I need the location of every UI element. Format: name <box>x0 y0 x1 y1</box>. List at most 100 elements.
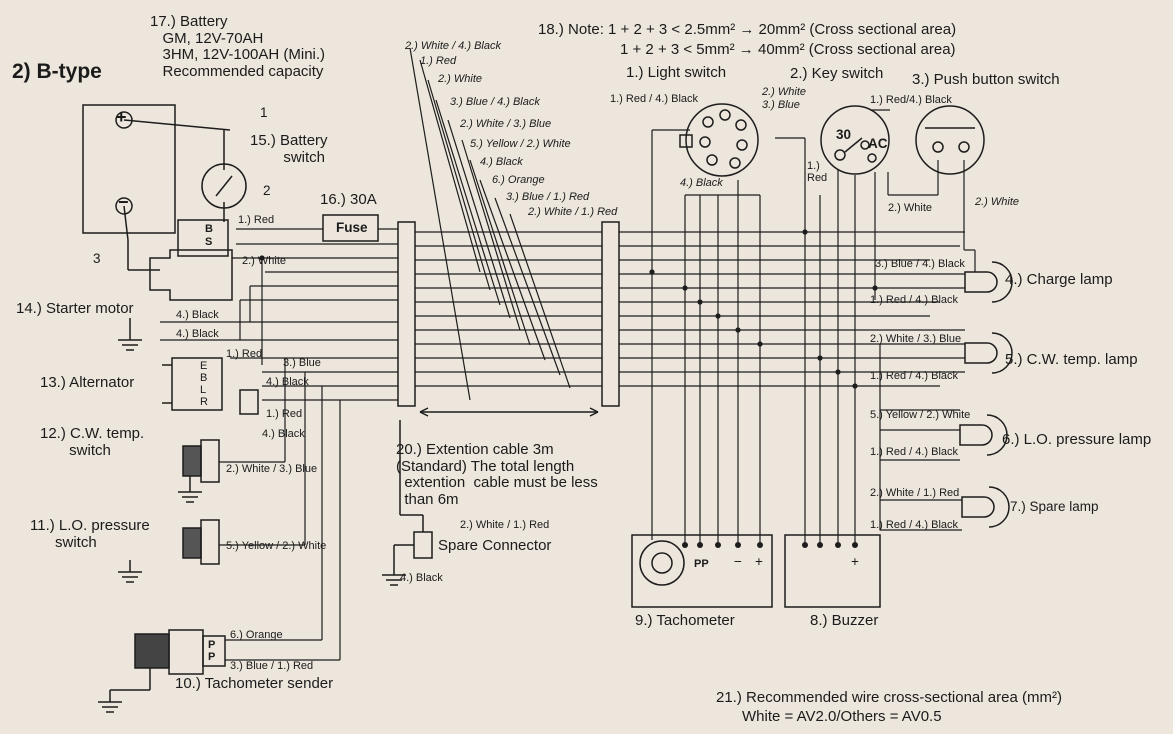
wire-label: 2.) White / 1.) Red <box>870 487 960 499</box>
wire-label: 4.) Black <box>176 328 219 340</box>
wire-label: 4.) Black <box>480 156 523 168</box>
cw-temp-lamp-symbol <box>964 342 998 364</box>
alt-e-mark: E <box>200 360 208 372</box>
battery-minus-terminal <box>115 197 133 215</box>
wire-label: 2.) White <box>242 255 287 267</box>
tach-minus-mark: − <box>734 554 742 569</box>
wire-label: 5.) Yellow / 2.) White <box>470 138 571 150</box>
wire-label: 2.) White / 4.) Black <box>405 40 501 52</box>
key-switch-symbol <box>820 105 890 175</box>
wire-label: 2.) White <box>762 86 807 98</box>
wire-label: 6.) Orange <box>230 629 283 641</box>
alternator-symbol <box>171 357 223 411</box>
wire-label: 3.) Blue <box>762 99 800 111</box>
wire-label: 1.) Red / 4.) Black <box>870 294 959 306</box>
spare-lamp-symbol <box>961 496 995 518</box>
wire-label: 4.) Black <box>400 572 443 584</box>
wire-label: 5.) Yellow / 2.) White <box>870 409 971 421</box>
starter-bs-terminal-block <box>177 219 229 257</box>
wire-label: 1.) Red <box>226 348 263 360</box>
wire-label: 1.) Red / 4.) Black <box>870 370 959 382</box>
battery-plus-mark: + <box>116 107 127 127</box>
push-button-switch-symbol <box>915 105 985 175</box>
callout-1: 1 <box>260 105 268 120</box>
note-line-2: 1 + 2 + 3 < 5mm² → 40mm² (Cross sectiona… <box>620 41 956 58</box>
tachometer-sender-label: 10.) Tachometer sender <box>175 675 334 692</box>
wire-label: 5.) Yellow / 2.) White <box>226 540 327 552</box>
extension-cable-note: 20.) Extention cable 3m (Standard) The t… <box>396 441 598 508</box>
buzzer-box <box>784 534 881 608</box>
charge-lamp-label: 4.) Charge lamp <box>1005 271 1113 288</box>
wire-label: 6.) Orange <box>492 174 545 186</box>
wire-label: 1.) Red <box>238 214 275 226</box>
light-switch-label: 1.) Light switch <box>626 64 727 81</box>
note-line-1: 18.) Note: 1 + 2 + 3 < 2.5mm² → 20mm² (C… <box>538 21 957 38</box>
buzzer-label: 8.) Buzzer <box>810 612 879 629</box>
tach-pp-mark: PP <box>694 558 709 570</box>
key-switch-label: 2.) Key switch <box>790 65 884 82</box>
tachometer-sender-symbol <box>134 633 170 669</box>
recommended-area-line-1: 21.) Recommended wire cross-sectional ar… <box>716 689 1062 706</box>
lo-pressure-switch-label: 11.) L.O. pressure switch <box>30 517 150 551</box>
fuse-rating-label: 16.) 30A <box>320 191 377 208</box>
key-30-mark: 30 <box>836 127 852 142</box>
connector-left <box>397 221 416 407</box>
connector-right <box>601 221 620 407</box>
alt-l-mark: L <box>200 384 207 396</box>
lo-pressure-lamp-symbol <box>959 424 993 446</box>
buzzer-plus-mark: + <box>851 554 859 569</box>
wire-label: 1.) Red / 4.) Black <box>870 446 959 458</box>
wire-label: 1.) Red / 4.) Black <box>610 93 699 105</box>
wire-label: 2.) White / 3.) Blue <box>226 463 318 475</box>
lo-pressure-switch-symbol <box>182 527 202 559</box>
wire-label: 2.) White / 3.) Blue <box>870 333 962 345</box>
wire-label: 3.) Blue / 1.) Red <box>506 191 590 203</box>
starter-motor-symbol <box>149 249 233 301</box>
bs-b-mark: B <box>205 223 213 235</box>
wire-label: 2.) White / 1.) Red <box>460 519 550 531</box>
light-switch-symbol <box>685 103 759 177</box>
wire-label: 2.) White <box>888 202 933 214</box>
sender-p1-mark: P <box>208 639 216 651</box>
wire-label: 2.) White <box>438 73 483 85</box>
sender-p2-mark: P <box>208 651 216 663</box>
charge-lamp-symbol <box>964 271 998 293</box>
wire-label: 1.) Red <box>807 160 828 185</box>
battery-minus-mark: − <box>118 192 129 212</box>
wire-label: 1.) Red <box>266 408 303 420</box>
callout-2: 2 <box>263 183 271 198</box>
key-ac-mark: AC <box>868 136 888 151</box>
cw-temp-switch-label: 12.) C.W. temp. switch <box>40 425 145 459</box>
wire-label: 1.) Red <box>420 55 457 67</box>
wire-label: 1.) Red / 4.) Black <box>870 519 959 531</box>
fuse-symbol <box>322 214 379 242</box>
wire-label: 1.) Red/4.) Black <box>870 94 952 106</box>
spare-connector-symbol <box>413 531 433 559</box>
push-button-switch-label: 3.) Push button switch <box>912 71 1060 88</box>
battery-note: 17.) Battery GM, 12V-70AH 3HM, 12V-100AH… <box>150 13 326 80</box>
wire-label: 4.) Black <box>680 177 723 189</box>
cw-temp-lamp-label: 5.) C.W. temp. lamp <box>1005 351 1138 368</box>
wire-label: 2.) White / 3.) Blue <box>460 118 552 130</box>
alternator-label: 13.) Alternator <box>40 374 135 391</box>
cw-temp-switch-symbol <box>182 445 202 477</box>
wire-label: 4.) Black <box>266 376 309 388</box>
alt-r-mark: R <box>200 396 208 408</box>
battery-symbol <box>82 104 176 234</box>
wire-label: 4.) Black <box>262 428 305 440</box>
wire-label: 2.) White / 1.) Red <box>528 206 618 218</box>
starter-motor-label: 14.) Starter motor <box>16 300 134 317</box>
battery-plus-terminal <box>115 111 133 129</box>
bs-s-mark: S <box>205 236 213 248</box>
spare-lamp-label: 7.) Spare lamp <box>1010 499 1099 514</box>
recommended-area-line-2: White = AV2.0/Others = AV0.5 <box>742 708 942 725</box>
callout-3: 3 <box>93 251 101 266</box>
spare-connector-label: Spare Connector <box>438 537 552 554</box>
wire-label: 3.) Blue / 4.) Black <box>875 258 965 270</box>
tachometer-label: 9.) Tachometer <box>635 612 735 629</box>
section-title: 2) B-type <box>12 60 102 83</box>
battery-switch-label: 15.) Battery switch <box>250 132 328 166</box>
fuse-label: Fuse <box>336 220 368 235</box>
